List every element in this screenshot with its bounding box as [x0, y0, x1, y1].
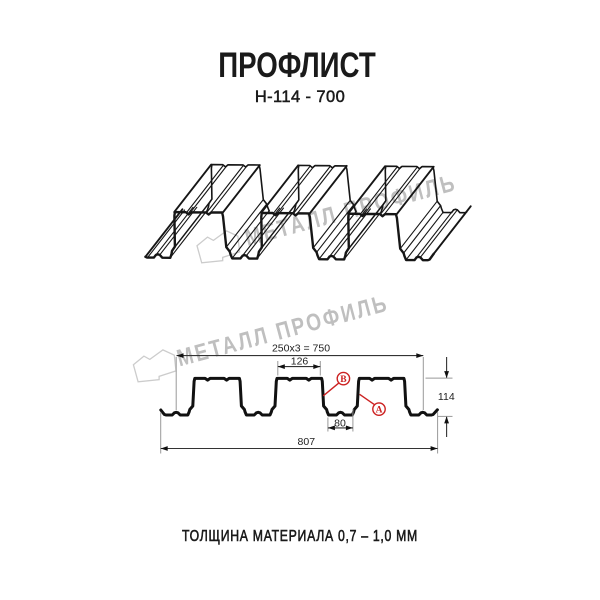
- svg-text:114: 114: [438, 391, 455, 403]
- svg-text:В: В: [340, 375, 347, 385]
- svg-text:А: А: [376, 406, 383, 416]
- svg-text:807: 807: [298, 436, 316, 448]
- svg-text:250x3 = 750: 250x3 = 750: [272, 342, 330, 354]
- svg-text:80: 80: [334, 417, 346, 429]
- svg-text:МЕТАЛЛ ПРОФИЛЬ: МЕТАЛЛ ПРОФИЛЬ: [174, 289, 392, 372]
- svg-text:126: 126: [291, 355, 309, 367]
